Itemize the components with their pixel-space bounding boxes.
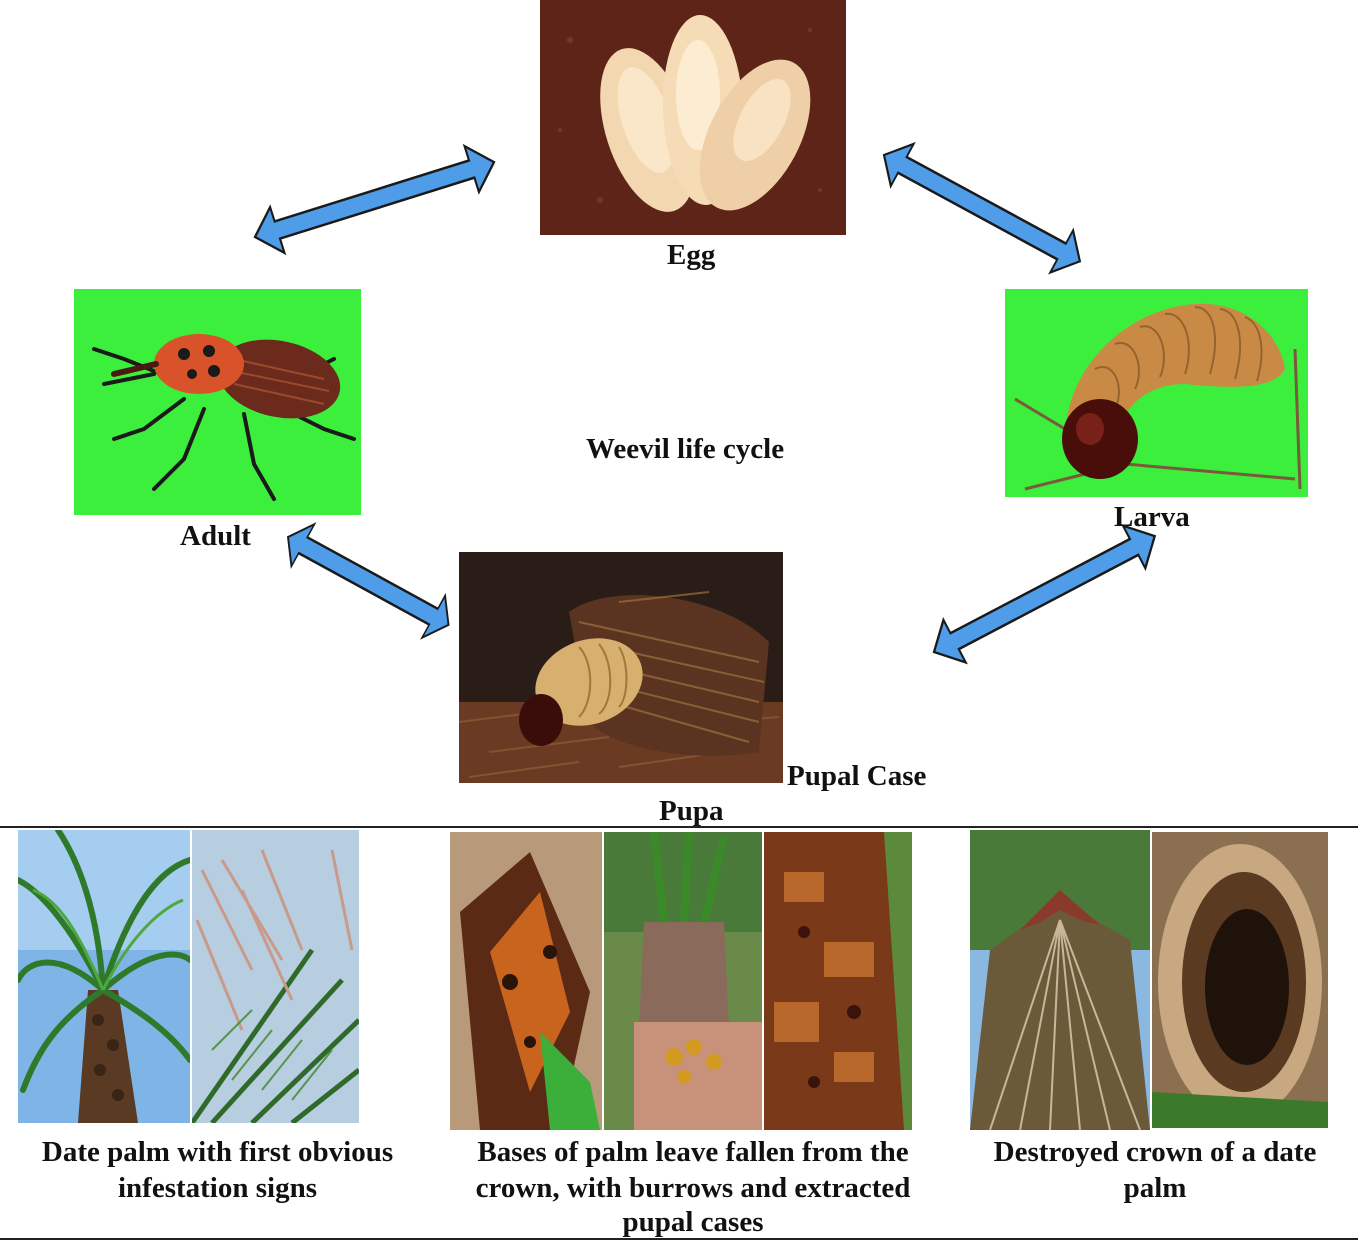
egg-label: Egg: [667, 239, 716, 271]
larva-photo: [1005, 289, 1308, 497]
arrow-larva-pupa: [921, 513, 1168, 675]
panel-3-caption-line-1: Destroyed crown of a date: [993, 1136, 1317, 1168]
pupal-case-label: Pupal Case: [787, 760, 927, 792]
palm-fronds-photo: [192, 830, 359, 1123]
panel-2-caption-line-3: pupal cases: [622, 1206, 764, 1238]
separator-top: [0, 826, 1358, 828]
pupa-photo: [459, 552, 783, 783]
panel-2-caption: Bases of palm leave fallen from the crow…: [437, 1134, 949, 1238]
separator-bottom: [0, 1238, 1358, 1240]
panel-1-caption-line-1: Date palm with first obvious: [41, 1136, 394, 1168]
adult-photo: [74, 289, 361, 515]
panel-2-caption-line-1: Bases of palm leave fallen from the: [477, 1136, 909, 1168]
egg-photo: [540, 0, 846, 235]
hollow-crown-photo: [1152, 832, 1328, 1128]
adult-label: Adult: [180, 520, 251, 552]
destroyed-crown-photo: [970, 830, 1150, 1130]
panel-1-caption: Date palm with first obvious infestation…: [10, 1134, 425, 1206]
arrow-adult-pupa: [275, 514, 462, 648]
palm-base-photo: [604, 832, 762, 1130]
arrow-egg-larva: [871, 132, 1093, 284]
panel-1-caption-line-2: infestation signs: [117, 1172, 317, 1204]
pupa-label: Pupa: [659, 795, 724, 827]
diagram-title: Weevil life cycle: [586, 433, 785, 465]
palm-infested-photo: [18, 830, 190, 1123]
leaf-base-photo: [450, 832, 602, 1130]
panel-3-caption: Destroyed crown of a date palm: [960, 1134, 1350, 1206]
burrowed-trunk-photo: [764, 832, 912, 1130]
panel-3-caption-line-2: palm: [1123, 1172, 1187, 1204]
arrow-adult-egg: [246, 137, 503, 262]
panel-2-caption-line-2: crown, with burrows and extracted: [475, 1172, 911, 1204]
